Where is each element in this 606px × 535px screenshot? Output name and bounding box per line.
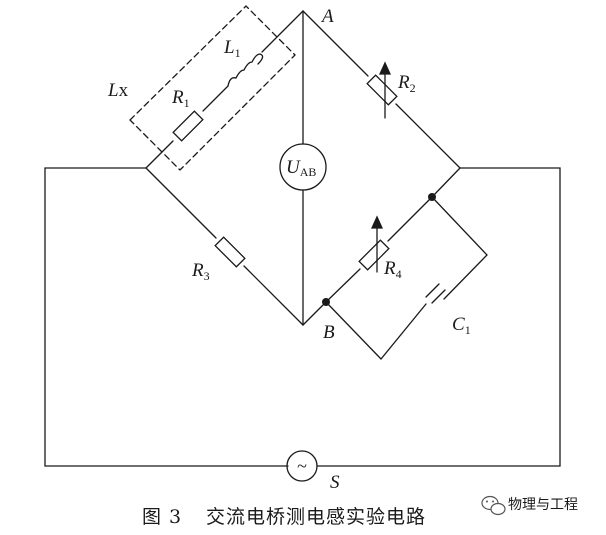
resistor-r1 (172, 110, 204, 142)
wire-left-to-r3 (145, 167, 217, 239)
label-source-symbol: ~ (297, 456, 307, 476)
label-r1: R1 (171, 87, 190, 110)
left-supply-wire (44, 167, 289, 467)
wire-junction-to-r4 (387, 196, 433, 242)
label-source-s: S (330, 472, 340, 493)
label-r2: R2 (397, 72, 416, 95)
wire-r3-to-b (243, 265, 304, 326)
wire-junction-to-b (302, 301, 327, 326)
capacitor-c1-plate-b (425, 283, 440, 298)
lx-dashed-box (129, 5, 296, 171)
junction-dot-lower (322, 298, 330, 306)
label-r3: R3 (191, 260, 210, 283)
figure-number: 图 3 (142, 506, 182, 528)
right-supply-wire (316, 167, 561, 467)
capacitor-c1-plate-a (431, 289, 446, 304)
resistor-r4 (358, 239, 390, 271)
wechat-logo-icon (481, 495, 506, 516)
label-lx: Lx (107, 80, 129, 101)
label-r4: R4 (383, 258, 402, 281)
inductor-l1 (227, 53, 264, 87)
wire-left-to-r1 (145, 140, 174, 169)
c1-branch-top (431, 196, 488, 300)
ac-source-circle (286, 450, 318, 482)
resistor-r3 (214, 236, 246, 268)
wire-r2-to-right (395, 103, 461, 169)
label-c1: C1 (452, 314, 471, 337)
watermark-text: 物理与工程 (508, 497, 578, 513)
wire-right-to-junction (431, 167, 461, 198)
r2-arrow-head (378, 61, 392, 75)
resistor-r2 (366, 74, 398, 106)
figure-title: 交流电桥测电感实验电路 (206, 506, 426, 528)
r4-arrow-head (370, 215, 384, 229)
label-l1: L1 (223, 37, 241, 60)
wire-l1-to-a (261, 10, 304, 53)
wire-r1-to-l1 (202, 85, 229, 112)
label-meter-uab: UAB (286, 157, 316, 179)
junction-dot-upper (428, 193, 436, 201)
wire-r4-to-junction (325, 268, 361, 303)
label-node-a: A (320, 6, 334, 27)
wire-a-to-r2 (302, 10, 369, 77)
label-node-b: B (323, 322, 335, 343)
c1-branch-bottom (325, 301, 427, 360)
